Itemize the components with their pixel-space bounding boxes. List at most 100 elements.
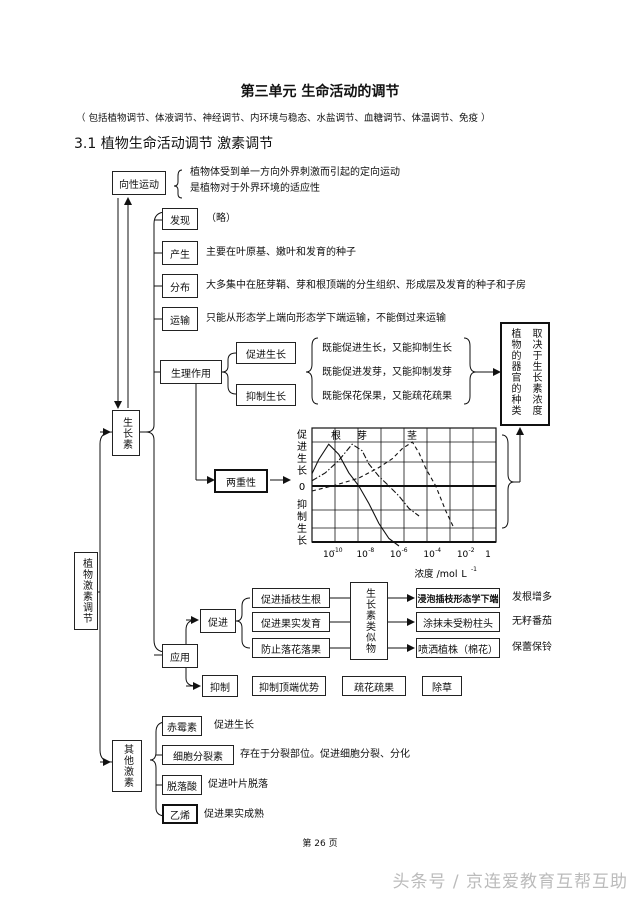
chart-x-tick: 1: [485, 550, 491, 560]
chart-ylabel-promote: 进: [297, 441, 307, 453]
chart-series-line-0: [311, 443, 400, 547]
method-smear: 涂抹未受粉柱头: [416, 612, 500, 632]
application-box: 应用: [162, 644, 198, 668]
inhibit-item-label: 抑制顶端优势: [259, 682, 319, 694]
hormone-name: 脱落酸: [167, 781, 197, 793]
chart-ylabel-inhibit: 制: [297, 510, 307, 523]
auxin-box: 生长素: [112, 410, 140, 456]
other-hormones-box: 其他激素: [112, 740, 142, 792]
promote-item-rooting: 促进插枝生根: [252, 588, 330, 608]
section-heading: 3.1 植物生命活动调节 激素调节: [74, 136, 274, 152]
chart-x-tick: 10: [457, 550, 469, 560]
discovery-text: （略）: [206, 213, 236, 224]
promote-item-label: 防止落花落果: [261, 644, 321, 656]
chart-x-tick-exponent: -10: [333, 547, 343, 554]
discovery-label: 发现: [170, 215, 190, 227]
depends-organ: 植物的器官的种类: [509, 328, 520, 416]
cytokinin-box: 细胞分裂素: [162, 745, 234, 765]
discovery-box: 发现: [162, 208, 198, 230]
auxin-analog-label: 生长素类似物: [363, 588, 375, 654]
chart-top-label: 茎: [407, 430, 417, 442]
inhibit-label: 抑制: [210, 682, 230, 694]
tropism-adaptation: 是植物对于外界环境的适应性: [190, 183, 320, 194]
chart-ylabel-promote: 长: [297, 465, 307, 477]
chart-x-tick: 10: [323, 550, 335, 560]
promote-item-label: 促进果实发育: [261, 618, 321, 630]
inhibit-item-apical: 抑制顶端优势: [252, 676, 326, 696]
chart-series-line-2: [311, 441, 455, 529]
dual-effect-germination: 既能促进发芽，又能抑制发芽: [322, 367, 452, 378]
plant-hormone-label: 植物激素调节: [80, 558, 92, 624]
distribution-text: 大多集中在胚芽鞘、芽和根顶端的分生组织、形成层及发育的种子和子房: [206, 280, 526, 291]
ethylene-box: 乙烯: [162, 804, 198, 824]
chart-ylabel-promote: 促: [297, 428, 307, 441]
chart-xlabel-unit-exponent: -1: [471, 566, 477, 573]
physiology-box: 生理作用: [160, 360, 222, 384]
chart-x-tick: 10: [390, 550, 402, 560]
application-label: 应用: [170, 652, 190, 664]
chart-x-tick-exponent: -8: [368, 547, 374, 554]
dual-effect-growth: 既能促进生长，又能抑制生长: [322, 343, 452, 354]
inhibit-growth-box: 抑制生长: [236, 384, 296, 406]
hormone-name: 细胞分裂素: [173, 751, 223, 763]
gibberellin-text: 促进生长: [214, 720, 254, 731]
chart-x-tick: 10: [356, 550, 368, 560]
watermark: 头条号 / 京连爱教育互帮互助: [392, 872, 628, 892]
chart-xlabel-unit: L: [461, 569, 467, 580]
inhibit-item-label: 除草: [432, 682, 452, 694]
cytokinin-text: 存在于分裂部位。促进细胞分裂、分化: [240, 749, 410, 760]
physiology-label: 生理作用: [171, 368, 211, 380]
chart-x-tick-exponent: -4: [435, 547, 441, 554]
duality-label: 两重性: [226, 477, 256, 489]
production-label: 产生: [170, 249, 190, 261]
production-text: 主要在叶原基、嫩叶和发育的种子: [206, 247, 356, 258]
inhibit-box: 抑制: [202, 675, 238, 697]
transport-box: 运输: [162, 307, 198, 331]
dual-effect-fruit: 既能保花保果，又能疏花疏果: [322, 391, 452, 402]
chart-x-tick: 10: [423, 550, 435, 560]
chart-ylabel-inhibit: 长: [297, 535, 307, 547]
chart-ylabel-inhibit: 抑: [297, 499, 307, 511]
inhibit-item-weeding: 除草: [422, 676, 462, 696]
depends-concentration: 取决于生长素浓度: [530, 328, 541, 416]
method-spray: 喷洒植株（棉花）: [416, 638, 500, 658]
chart-xlabel: 浓度 /mol: [415, 568, 458, 580]
unit-subtitle: （ 包括植物调节、体液调节、神经调节、内环境与稳态、水盐调节、血糖调节、体温调节…: [76, 113, 491, 124]
gibberellin-box: 赤霉素: [162, 716, 202, 736]
page-number: 第 26 页: [302, 839, 338, 849]
promote-growth-box: 促进生长: [236, 342, 296, 364]
inhibit-item-label: 疏花疏果: [354, 682, 394, 694]
depends-box: 植物的器官的种类 取决于生长素浓度: [500, 322, 550, 426]
auxin-label: 生长素: [120, 416, 132, 450]
method-soak: 浸泡插枝形态学下端: [416, 588, 500, 608]
tropism-label: 向性运动: [119, 179, 159, 191]
result-seedless: 无籽番茄: [512, 616, 552, 627]
method-label: 喷洒植株（棉花）: [418, 644, 498, 656]
abscisic-acid-box: 脱落酸: [162, 775, 202, 795]
abscisic-acid-text: 促进叶片脱落: [208, 779, 268, 790]
promote-item-fruit: 促进果实发育: [252, 612, 330, 632]
plant-hormone-box: 植物激素调节: [74, 552, 98, 630]
inhibit-item-thinning: 疏花疏果: [342, 676, 406, 696]
auxin-analog-box: 生长素类似物: [350, 582, 388, 660]
transport-text: 只能从形态学上端向形态学下端运输，不能倒过来运输: [206, 313, 446, 324]
result-rooting: 发根增多: [512, 592, 552, 603]
promote-label: 促进: [208, 617, 228, 629]
chart-zero-label: 0: [299, 482, 305, 493]
promote-growth-label: 促进生长: [246, 349, 286, 361]
promote-box: 促进: [200, 609, 236, 633]
chart-x-tick-exponent: -6: [402, 547, 408, 554]
chart-ylabel-inhibit: 生: [297, 522, 307, 535]
chart-series-line-1: [311, 443, 420, 517]
distribution-box: 分布: [162, 274, 198, 298]
transport-label: 运输: [170, 315, 190, 327]
duality-box: 两重性: [214, 469, 268, 493]
production-box: 产生: [162, 241, 198, 265]
other-hormones-label: 其他激素: [121, 744, 133, 788]
distribution-label: 分布: [170, 282, 190, 294]
page-title: 第三单元 生命活动的调节: [240, 84, 400, 100]
method-label: 涂抹未受粉柱头: [423, 618, 493, 630]
chart-x-tick-exponent: -2: [469, 547, 475, 554]
